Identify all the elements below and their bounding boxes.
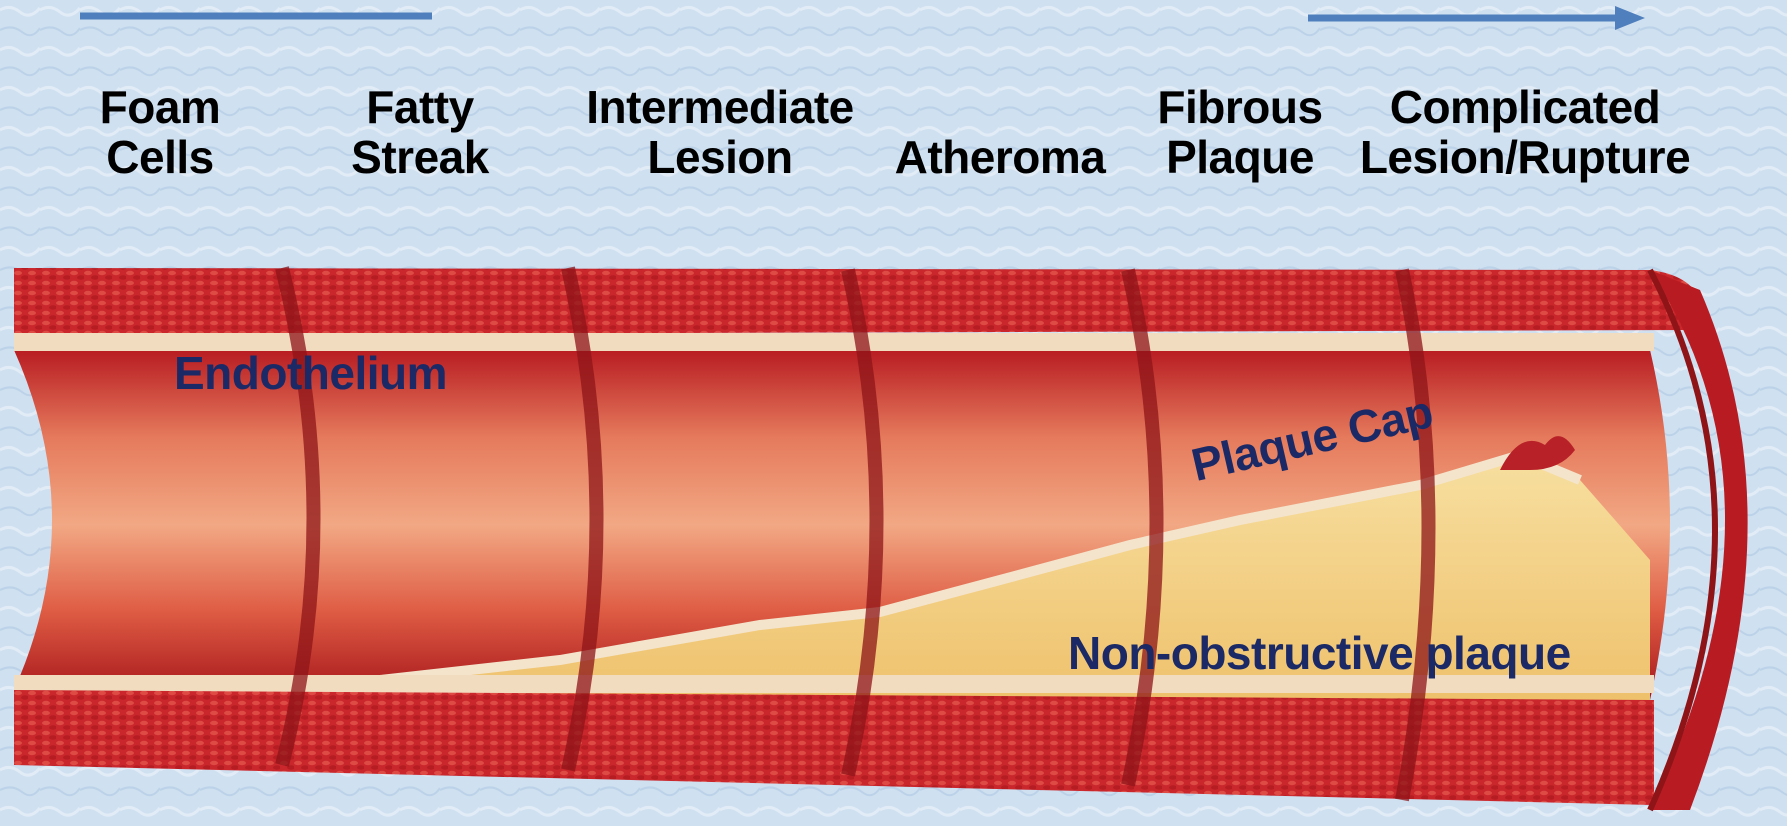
stage-label-line2: Atheroma (880, 132, 1120, 182)
stage-label-line1: Fatty (330, 82, 510, 132)
stage-label-foam-cells: Foam Cells (70, 82, 250, 182)
stage-label-atheroma: Atheroma (880, 82, 1120, 182)
stage-label-line2: Streak (330, 132, 510, 182)
stage-label-line2: Lesion (570, 132, 870, 182)
stage-label-line1 (880, 82, 1120, 132)
stage-label-line1: Fibrous (1140, 82, 1340, 132)
stage-label-line2: Cells (70, 132, 250, 182)
stage-label-line2: Plaque (1140, 132, 1340, 182)
stage-label-fibrous-plaque: Fibrous Plaque (1140, 82, 1340, 182)
stage-label-line2: Lesion/Rupture (1350, 132, 1700, 182)
stage-label-fatty-streak: Fatty Streak (330, 82, 510, 182)
annotation-non-obstructive-plaque: Non-obstructive plaque (1068, 628, 1571, 678)
stage-label-intermediate-lesion: Intermediate Lesion (570, 82, 870, 182)
stage-label-line1: Complicated (1350, 82, 1700, 132)
stage-label-complicated-lesion: Complicated Lesion/Rupture (1350, 82, 1700, 182)
stage-label-line1: Foam (70, 82, 250, 132)
stage-label-line1: Intermediate (570, 82, 870, 132)
annotation-endothelium: Endothelium (174, 348, 447, 398)
